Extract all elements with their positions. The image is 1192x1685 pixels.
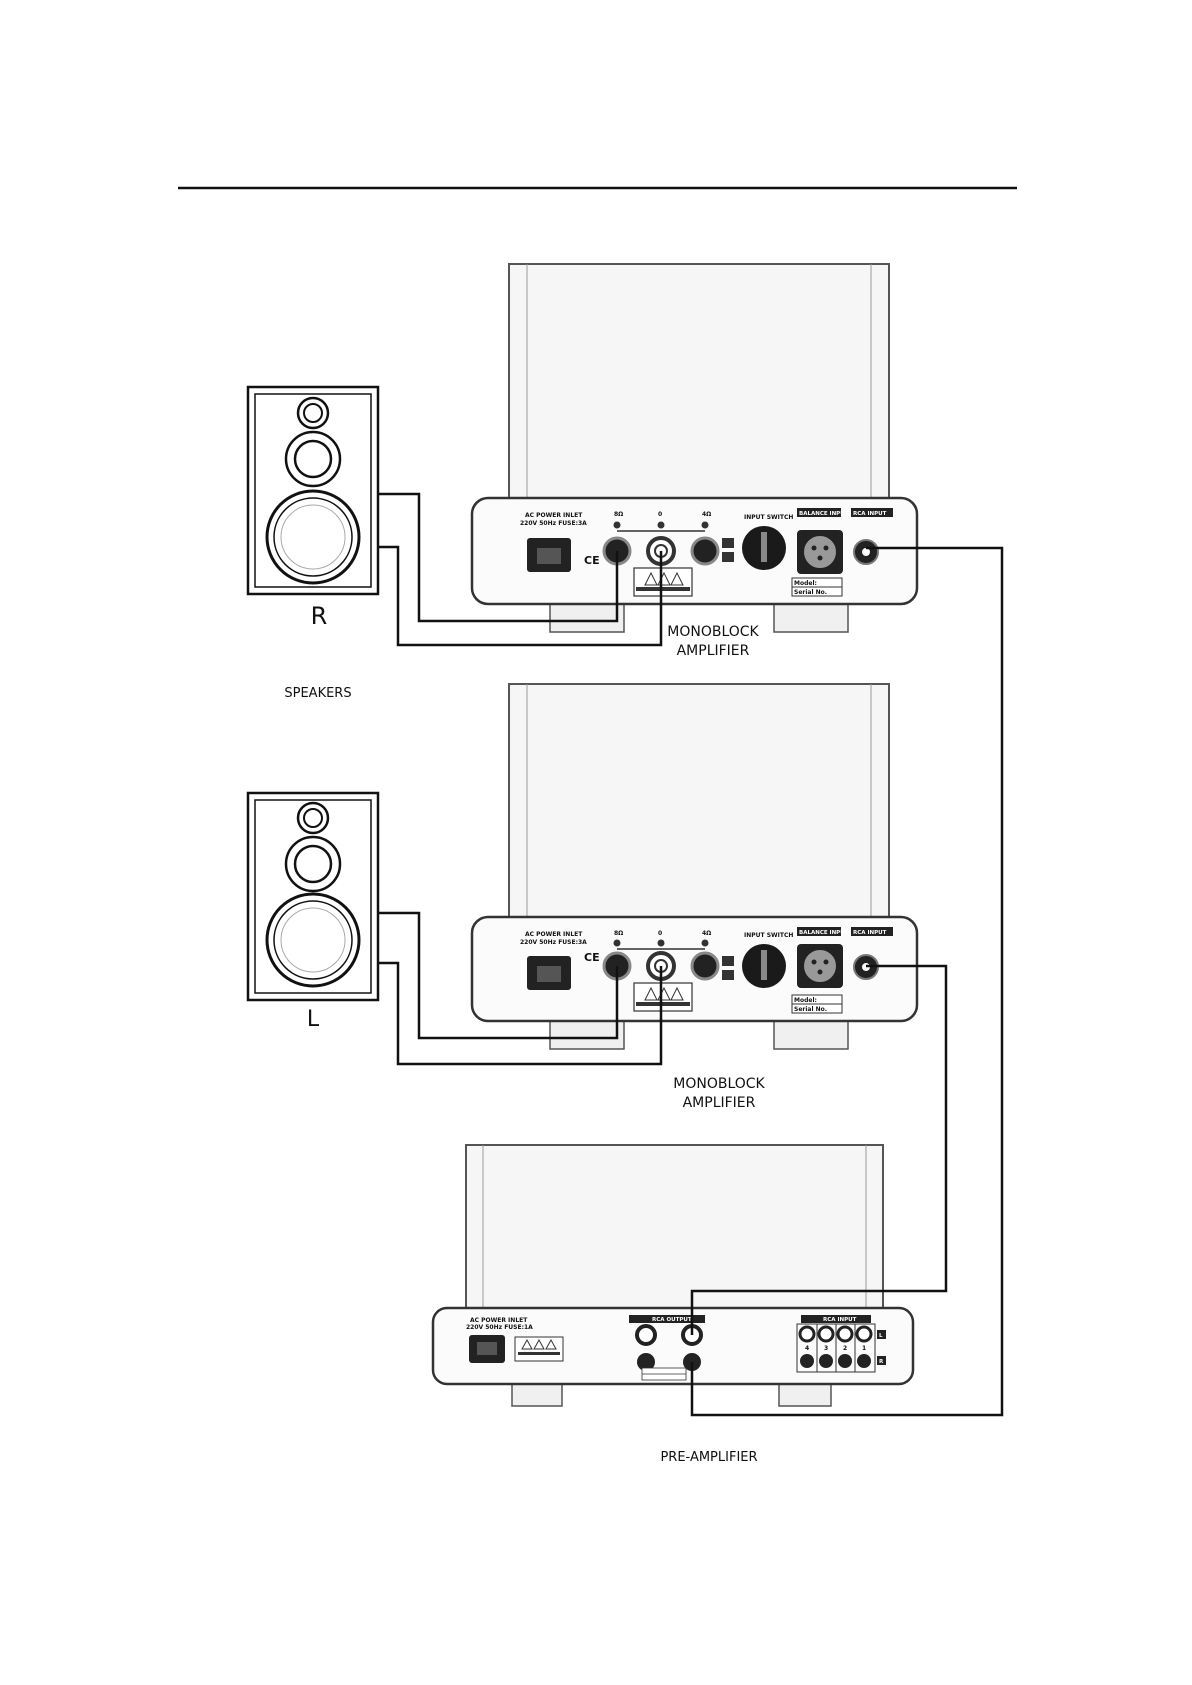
amp-top-terminal-4[interactable]: [690, 536, 720, 566]
preamp-ac-label-1: AC POWER INLET: [470, 1317, 528, 1324]
amp-bottom-terminal-8-label: 8Ω: [614, 930, 623, 937]
speaker-left: L: [246, 791, 380, 1032]
amp-top-cabinet: [508, 263, 890, 509]
preamp-rca-input-2-r[interactable]: [838, 1354, 852, 1368]
preamp-title: PRE-AMPLIFIER: [660, 1450, 757, 1465]
amp-top-rca-input-label: RCA INPUT: [853, 511, 887, 517]
speakers-label: SPEAKERS: [284, 686, 351, 701]
preamp-foot-right: [778, 1383, 832, 1407]
preamp-rca-input-1-l[interactable]: [855, 1325, 873, 1343]
amp-bottom-ce-mark: CE: [584, 951, 600, 964]
preamp-rca-input-1-r[interactable]: [857, 1354, 871, 1368]
amp-top-foot-right: [773, 603, 849, 633]
amp-top-title-line1: MONOBLOCK: [667, 624, 759, 640]
amp-bottom-model-label: Model:: [794, 997, 817, 1004]
amp-top-foot-left: [549, 603, 625, 633]
cable-right-speaker-positive: [378, 492, 619, 623]
amp-bottom-input-switch-label: INPUT SWITCH: [744, 932, 793, 939]
amp-top-terminal-4-label: 4Ω: [702, 511, 711, 518]
amp-bottom-cabinet: [508, 683, 890, 929]
preamp-rca-output-label: RCA OUTPUT: [652, 1317, 692, 1323]
amp-bottom-title-line1: MONOBLOCK: [673, 1076, 765, 1092]
pre-amplifier: AC POWER INLET 220V 50Hz FUSE:1A RCA OUT…: [431, 1144, 915, 1465]
amp-bottom-ac-label-2: 220V 50Hz FUSE:3A: [520, 939, 587, 946]
amp-bottom-serial-label: Serial No.: [794, 1006, 827, 1013]
preamp-channel-r: R: [879, 1359, 884, 1365]
amp-bottom-balance-input-label: BALANCE INPUT: [799, 930, 849, 936]
monoblock-amplifier-bottom: AC POWER INLET 220V 50Hz FUSE:3A CE 8Ω 0…: [470, 683, 919, 1111]
amp-top-warning-label: [633, 567, 693, 597]
speaker-right-label: R: [311, 602, 328, 630]
preamp-foot-left: [511, 1383, 563, 1407]
amp-top-serial-label: Serial No.: [794, 589, 827, 596]
amp-bottom-terminal-0-label: 0: [658, 930, 662, 937]
preamp-input-number-4: 4: [805, 1345, 809, 1352]
preamp-rca-input-4-l[interactable]: [798, 1325, 816, 1343]
amp-bottom-warning-label: [633, 982, 693, 1012]
amp-top-ce-mark: CE: [584, 554, 600, 567]
amp-top-ac-label-1: AC POWER INLET: [525, 512, 583, 519]
amp-bottom-foot-right: [773, 1020, 849, 1050]
preamp-ac-label-2: 220V 50Hz FUSE:1A: [466, 1324, 533, 1331]
amp-bottom-title-line2: AMPLIFIER: [683, 1095, 756, 1111]
preamp-rca-input-3-r[interactable]: [819, 1354, 833, 1368]
preamp-rca-output-3[interactable]: [637, 1353, 655, 1371]
preamp-input-number-2: 2: [843, 1345, 847, 1352]
preamp-input-number-1: 1: [862, 1345, 866, 1352]
preamp-rear-panel: [431, 1306, 915, 1386]
speaker-right: R: [246, 385, 380, 630]
cable-preamp-to-amp-bottom: [690, 964, 948, 1335]
amp-top-model-label: Model:: [794, 580, 817, 587]
cable-preamp-to-amp-top: [690, 546, 1004, 1417]
amp-bottom-rca-input-label: RCA INPUT: [853, 930, 887, 936]
preamp-cabinet: [465, 1144, 884, 1316]
amp-top-balance-input-label: BALANCE INPUT: [799, 511, 849, 517]
amp-top-title-line2: AMPLIFIER: [677, 643, 750, 659]
amp-top-input-switch-label: INPUT SWITCH: [744, 514, 793, 521]
cable-left-speaker-positive: [378, 911, 619, 1040]
cables: [378, 492, 1004, 1417]
amp-bottom-terminal-4[interactable]: [690, 951, 720, 981]
cable-right-speaker-negative: [378, 545, 663, 647]
preamp-rca-output-1[interactable]: [635, 1324, 657, 1346]
amp-top-terminal-8-label: 8Ω: [614, 511, 623, 518]
amp-top-terminal-0-label: 0: [658, 511, 662, 518]
preamp-rca-input-4-r[interactable]: [800, 1354, 814, 1368]
amp-top-ac-label-2: 220V 50Hz FUSE:3A: [520, 520, 587, 527]
speaker-left-label: L: [307, 1007, 320, 1032]
cable-left-speaker-negative: [378, 961, 663, 1066]
preamp-rca-input-2-l[interactable]: [836, 1325, 854, 1343]
amp-bottom-terminal-4-label: 4Ω: [702, 930, 711, 937]
preamp-input-number-3: 3: [824, 1345, 828, 1352]
amp-bottom-foot-left: [549, 1020, 625, 1050]
preamp-rca-input-3-l[interactable]: [817, 1325, 835, 1343]
amp-bottom-ac-label-1: AC POWER INLET: [525, 931, 583, 938]
preamp-channel-l: L: [879, 1333, 883, 1339]
monoblock-amplifier-top: AC POWER INLET 220V 50Hz FUSE:3A CE 8Ω 0…: [470, 263, 919, 659]
preamp-rca-input-label: RCA INPUT: [823, 1317, 857, 1323]
